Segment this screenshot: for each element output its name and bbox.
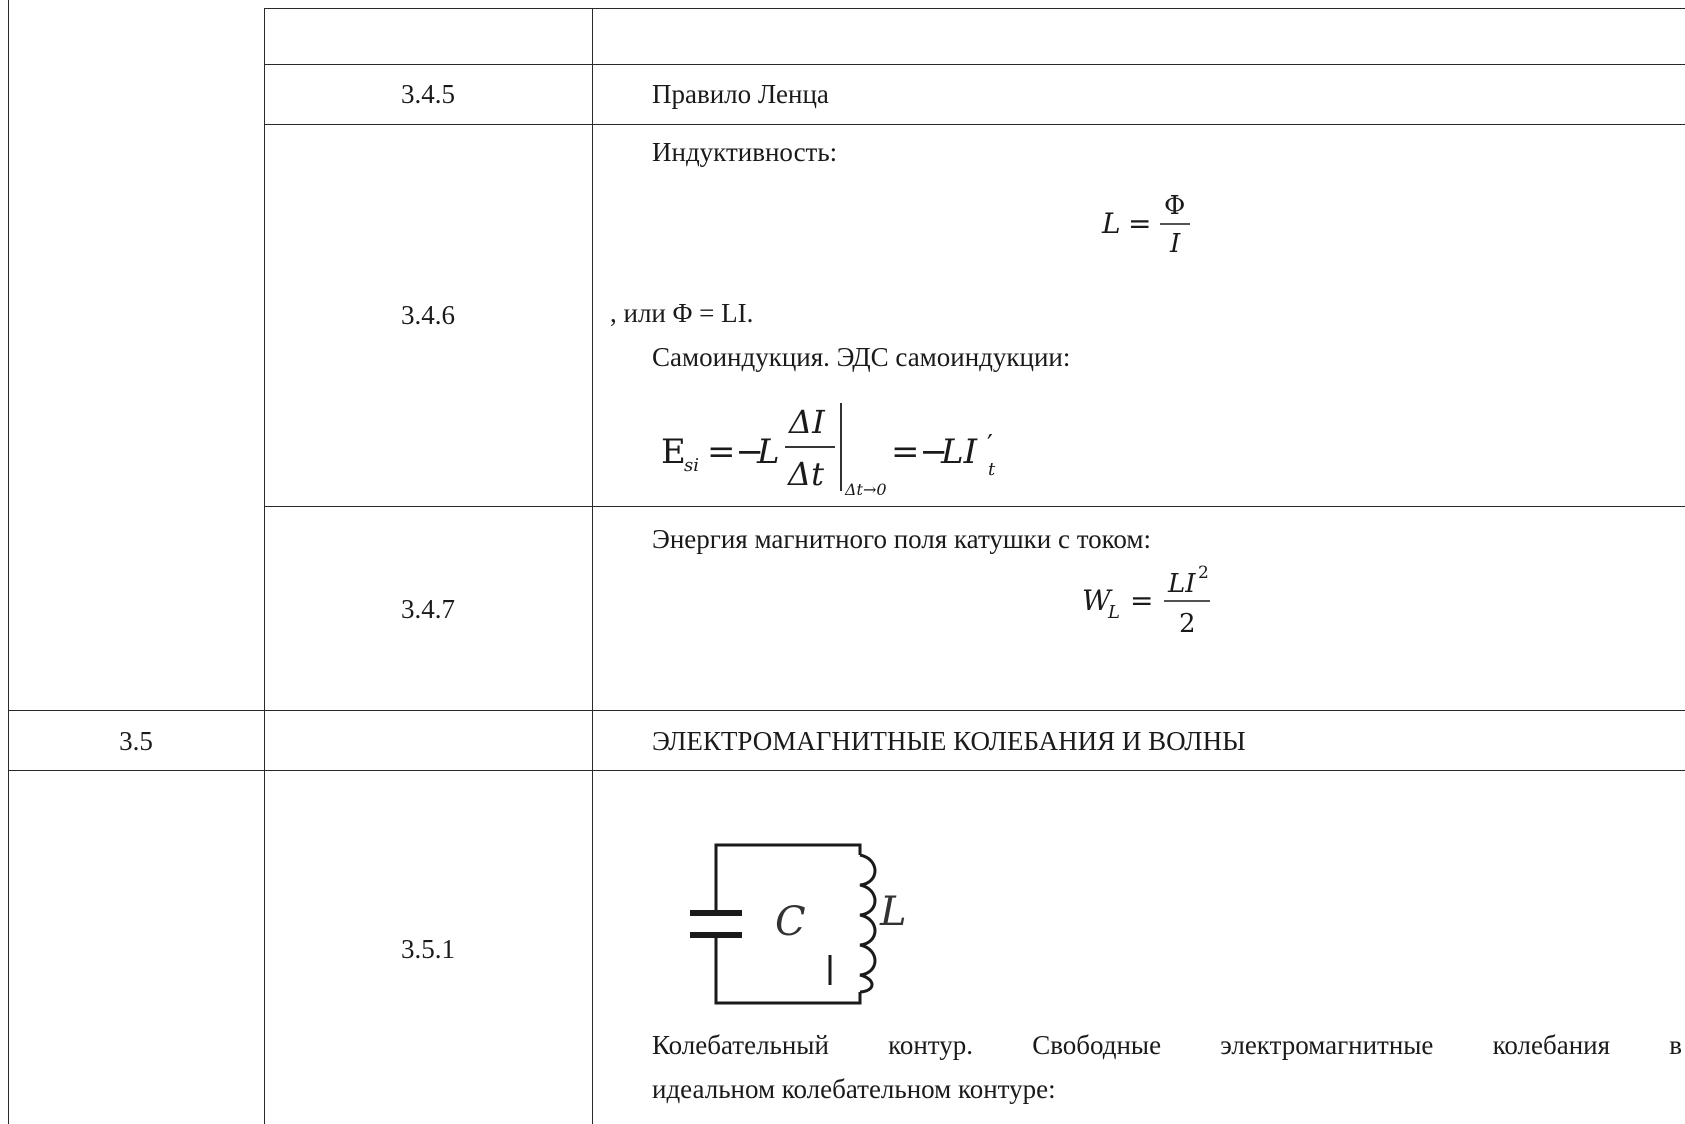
self-emf-rhs: LI (940, 432, 978, 472)
self-emf-L: L (756, 432, 780, 472)
self-induction-label: Самоиндукция. ЭДС самоиндукции: (652, 342, 1071, 372)
word-6: в (1669, 1030, 1682, 1060)
word-2: контур. (888, 1030, 973, 1060)
energy-lhs-sub: L (1107, 602, 1120, 623)
row-divider-2 (264, 124, 1685, 125)
table-border-top (264, 8, 1685, 9)
inductance-numerator: Φ (1164, 191, 1185, 221)
energy-numerator-sup: 2 (1198, 563, 1209, 583)
energy-numerator: LI (1167, 569, 1196, 599)
inductance-denominator: I (1169, 229, 1181, 259)
self-emf-denominator: Δt (786, 455, 824, 493)
section-title-3-5: ЭЛЕКТРОМАГНИТНЫЕ КОЛЕБАНИЯ И ВОЛНЫ (652, 726, 1246, 756)
inductance-lhs: L (1101, 207, 1121, 240)
row-divider-4 (8, 710, 1685, 711)
self-emf-rhs-prime: ′ (987, 430, 993, 460)
word-1: Колебательный (652, 1030, 829, 1060)
self-emf-rhs-sub: t (988, 459, 996, 480)
oscillating-circuit-paragraph: Колебательный контур. Свободные электром… (652, 1028, 1682, 1106)
lc-circuit-diagram: C L (690, 843, 907, 1005)
table-border-left (8, 0, 9, 1124)
inductor-label: L (879, 889, 907, 935)
table-column-divider-1 (264, 8, 265, 1124)
energy-denominator: 2 (1179, 609, 1196, 639)
row-code-3-4-5: 3.4.5 (401, 79, 455, 109)
self-emf-formula: E si =− L ΔI Δt Δt→0 =− LI ′ t (661, 403, 996, 499)
word-5: колебания (1492, 1030, 1611, 1060)
section-code-3-5: 3.5 (119, 726, 153, 756)
word-3: Свободные (1032, 1030, 1162, 1060)
row-divider-1 (264, 64, 1685, 65)
self-emf-E-sub: si (684, 455, 699, 476)
magnetic-energy-formula: W L = LI 2 2 (1082, 563, 1210, 639)
energy-equals: = (1130, 584, 1153, 617)
row-divider-3 (264, 506, 1685, 507)
inductance-label: Индуктивность: (652, 137, 838, 167)
self-emf-eq1: =− (707, 432, 764, 472)
inductor-coil (859, 853, 877, 994)
self-emf-eq2: =− (891, 432, 948, 472)
paragraph-line-1: Колебательный контур. Свободные электром… (652, 1028, 1682, 1062)
self-emf-limit: Δt→0 (844, 480, 887, 499)
self-emf-E: E (661, 432, 686, 472)
row-code-3-4-6: 3.4.6 (401, 300, 455, 330)
flux-relation-text: , или Φ = LI. (610, 298, 754, 328)
energy-lhs: W (1082, 584, 1113, 617)
self-emf-numerator: ΔI (787, 403, 826, 441)
row-divider-5 (8, 770, 1685, 771)
paragraph-line-2: идеальном колебательном контуре: (652, 1074, 1056, 1104)
row-text-3-4-5: Правило Ленца (652, 79, 829, 109)
row-code-3-5-1: 3.5.1 (401, 934, 455, 964)
word-4: электромагнитные (1220, 1030, 1434, 1060)
circuit-wires (714, 843, 862, 1005)
capacitor-label: C (775, 899, 806, 945)
capacitor-symbol (690, 910, 742, 938)
inductance-equals: = (1128, 207, 1151, 240)
table-column-divider-2 (592, 8, 593, 1124)
inductance-formula: L = Φ I (1101, 191, 1190, 259)
row-code-3-4-7: 3.4.7 (401, 594, 455, 624)
magnetic-energy-label: Энергия магнитного поля катушки с током: (652, 524, 1151, 554)
